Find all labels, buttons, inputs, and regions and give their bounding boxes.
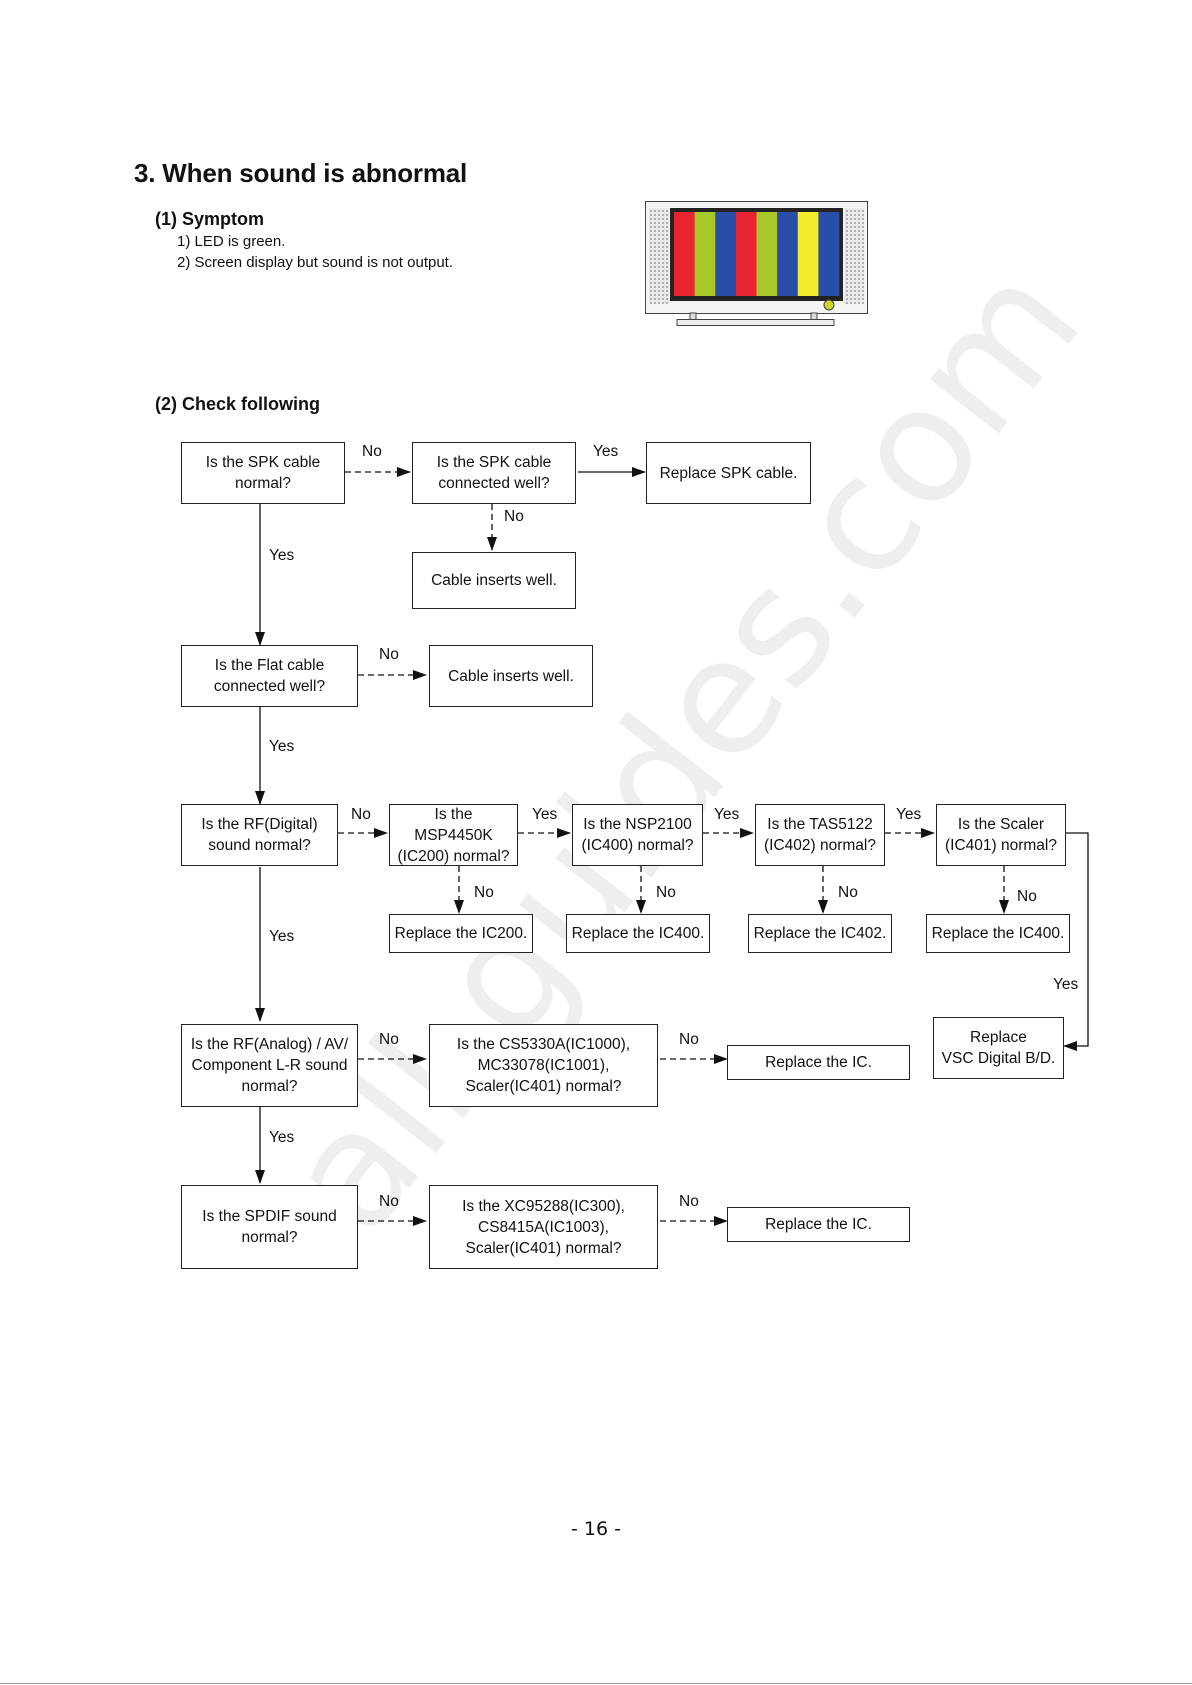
box-msp4450k: Is the MSP4450K (IC200) normal? <box>389 804 518 866</box>
box-rf-digital: Is the RF(Digital) sound normal? <box>181 804 338 866</box>
box-nsp2100: Is the NSP2100 (IC400) normal? <box>572 804 703 866</box>
tv-color-bar <box>818 212 840 296</box>
tv-color-bars <box>674 212 840 296</box>
page-title: 3. When sound is abnormal <box>134 158 468 188</box>
box-replace-ic400-a: Replace the IC400. <box>566 914 710 953</box>
symptom-line-1: 1) LED is green. <box>177 233 286 250</box>
label-no: No <box>351 806 371 823</box>
arrow-scaler-yes <box>1063 832 1089 1051</box>
box-xc95288: Is the XC95288(IC300), CS8415A(IC1003), … <box>429 1185 658 1269</box>
label-no: No <box>1017 888 1037 905</box>
box-flat-cable: Is the Flat cable connected well? <box>181 645 358 707</box>
symptom-heading: (1) Symptom <box>155 209 265 229</box>
box-replace-ic200: Replace the IC200. <box>389 914 533 953</box>
check-heading: (2) Check following <box>155 394 321 414</box>
box-tas5122: Is the TAS5122 (IC402) normal? <box>755 804 885 866</box>
label-no: No <box>379 1193 399 1210</box>
tv-stand <box>676 319 835 326</box>
tv-color-bar <box>797 212 819 296</box>
label-no: No <box>679 1031 699 1048</box>
box-scaler: Is the Scaler (IC401) normal? <box>936 804 1066 866</box>
box-cable-inserts-1: Cable inserts well. <box>412 552 576 609</box>
box-replace-ic-1: Replace the IC. <box>727 1045 910 1080</box>
symptom-line-2: 2) Screen display but sound is not outpu… <box>177 254 454 271</box>
label-no: No <box>504 508 524 525</box>
label-no: No <box>362 443 382 460</box>
box-replace-spk: Replace SPK cable. <box>646 442 811 504</box>
tv-color-bar <box>777 212 799 296</box>
tv-color-bar <box>715 212 737 296</box>
label-no: No <box>474 884 494 901</box>
right-speaker-grill <box>844 208 864 304</box>
box-spk-connected: Is the SPK cable connected well? <box>412 442 576 504</box>
led-indicator <box>823 299 835 311</box>
tv-illustration <box>645 201 868 326</box>
label-no: No <box>679 1193 699 1210</box>
label-yes: Yes <box>1053 976 1079 993</box>
left-speaker-grill <box>649 208 669 304</box>
tv-color-bar <box>735 212 757 296</box>
label-yes: Yes <box>532 806 558 823</box>
label-yes: Yes <box>593 443 619 460</box>
box-spk-normal: Is the SPK cable normal? <box>181 442 345 504</box>
label-yes: Yes <box>269 738 295 755</box>
box-replace-ic400-b: Replace the IC400. <box>926 914 1070 953</box>
box-spdif: Is the SPDIF sound normal? <box>181 1185 358 1269</box>
box-cable-inserts-2: Cable inserts well. <box>429 645 593 707</box>
tv-color-bar <box>756 212 778 296</box>
box-cs5330a: Is the CS5330A(IC1000), MC33078(IC1001),… <box>429 1024 658 1107</box>
label-yes: Yes <box>714 806 740 823</box>
label-yes: Yes <box>896 806 922 823</box>
label-no: No <box>379 646 399 663</box>
label-yes: Yes <box>269 928 295 945</box>
box-replace-vsc: Replace VSC Digital B/D. <box>933 1017 1064 1079</box>
box-replace-ic402: Replace the IC402. <box>748 914 892 953</box>
label-no: No <box>838 884 858 901</box>
tv-color-bar <box>674 212 695 296</box>
bottom-rule <box>0 1683 1192 1684</box>
label-yes: Yes <box>269 1129 295 1146</box>
label-no: No <box>656 884 676 901</box>
label-no: No <box>379 1031 399 1048</box>
box-replace-ic-2: Replace the IC. <box>727 1207 910 1242</box>
tv-color-bar <box>694 212 716 296</box>
page-number: - 16 - <box>571 1518 621 1540</box>
label-yes: Yes <box>269 547 295 564</box>
box-rf-analog: Is the RF(Analog) / AV/ Component L-R so… <box>181 1024 358 1107</box>
